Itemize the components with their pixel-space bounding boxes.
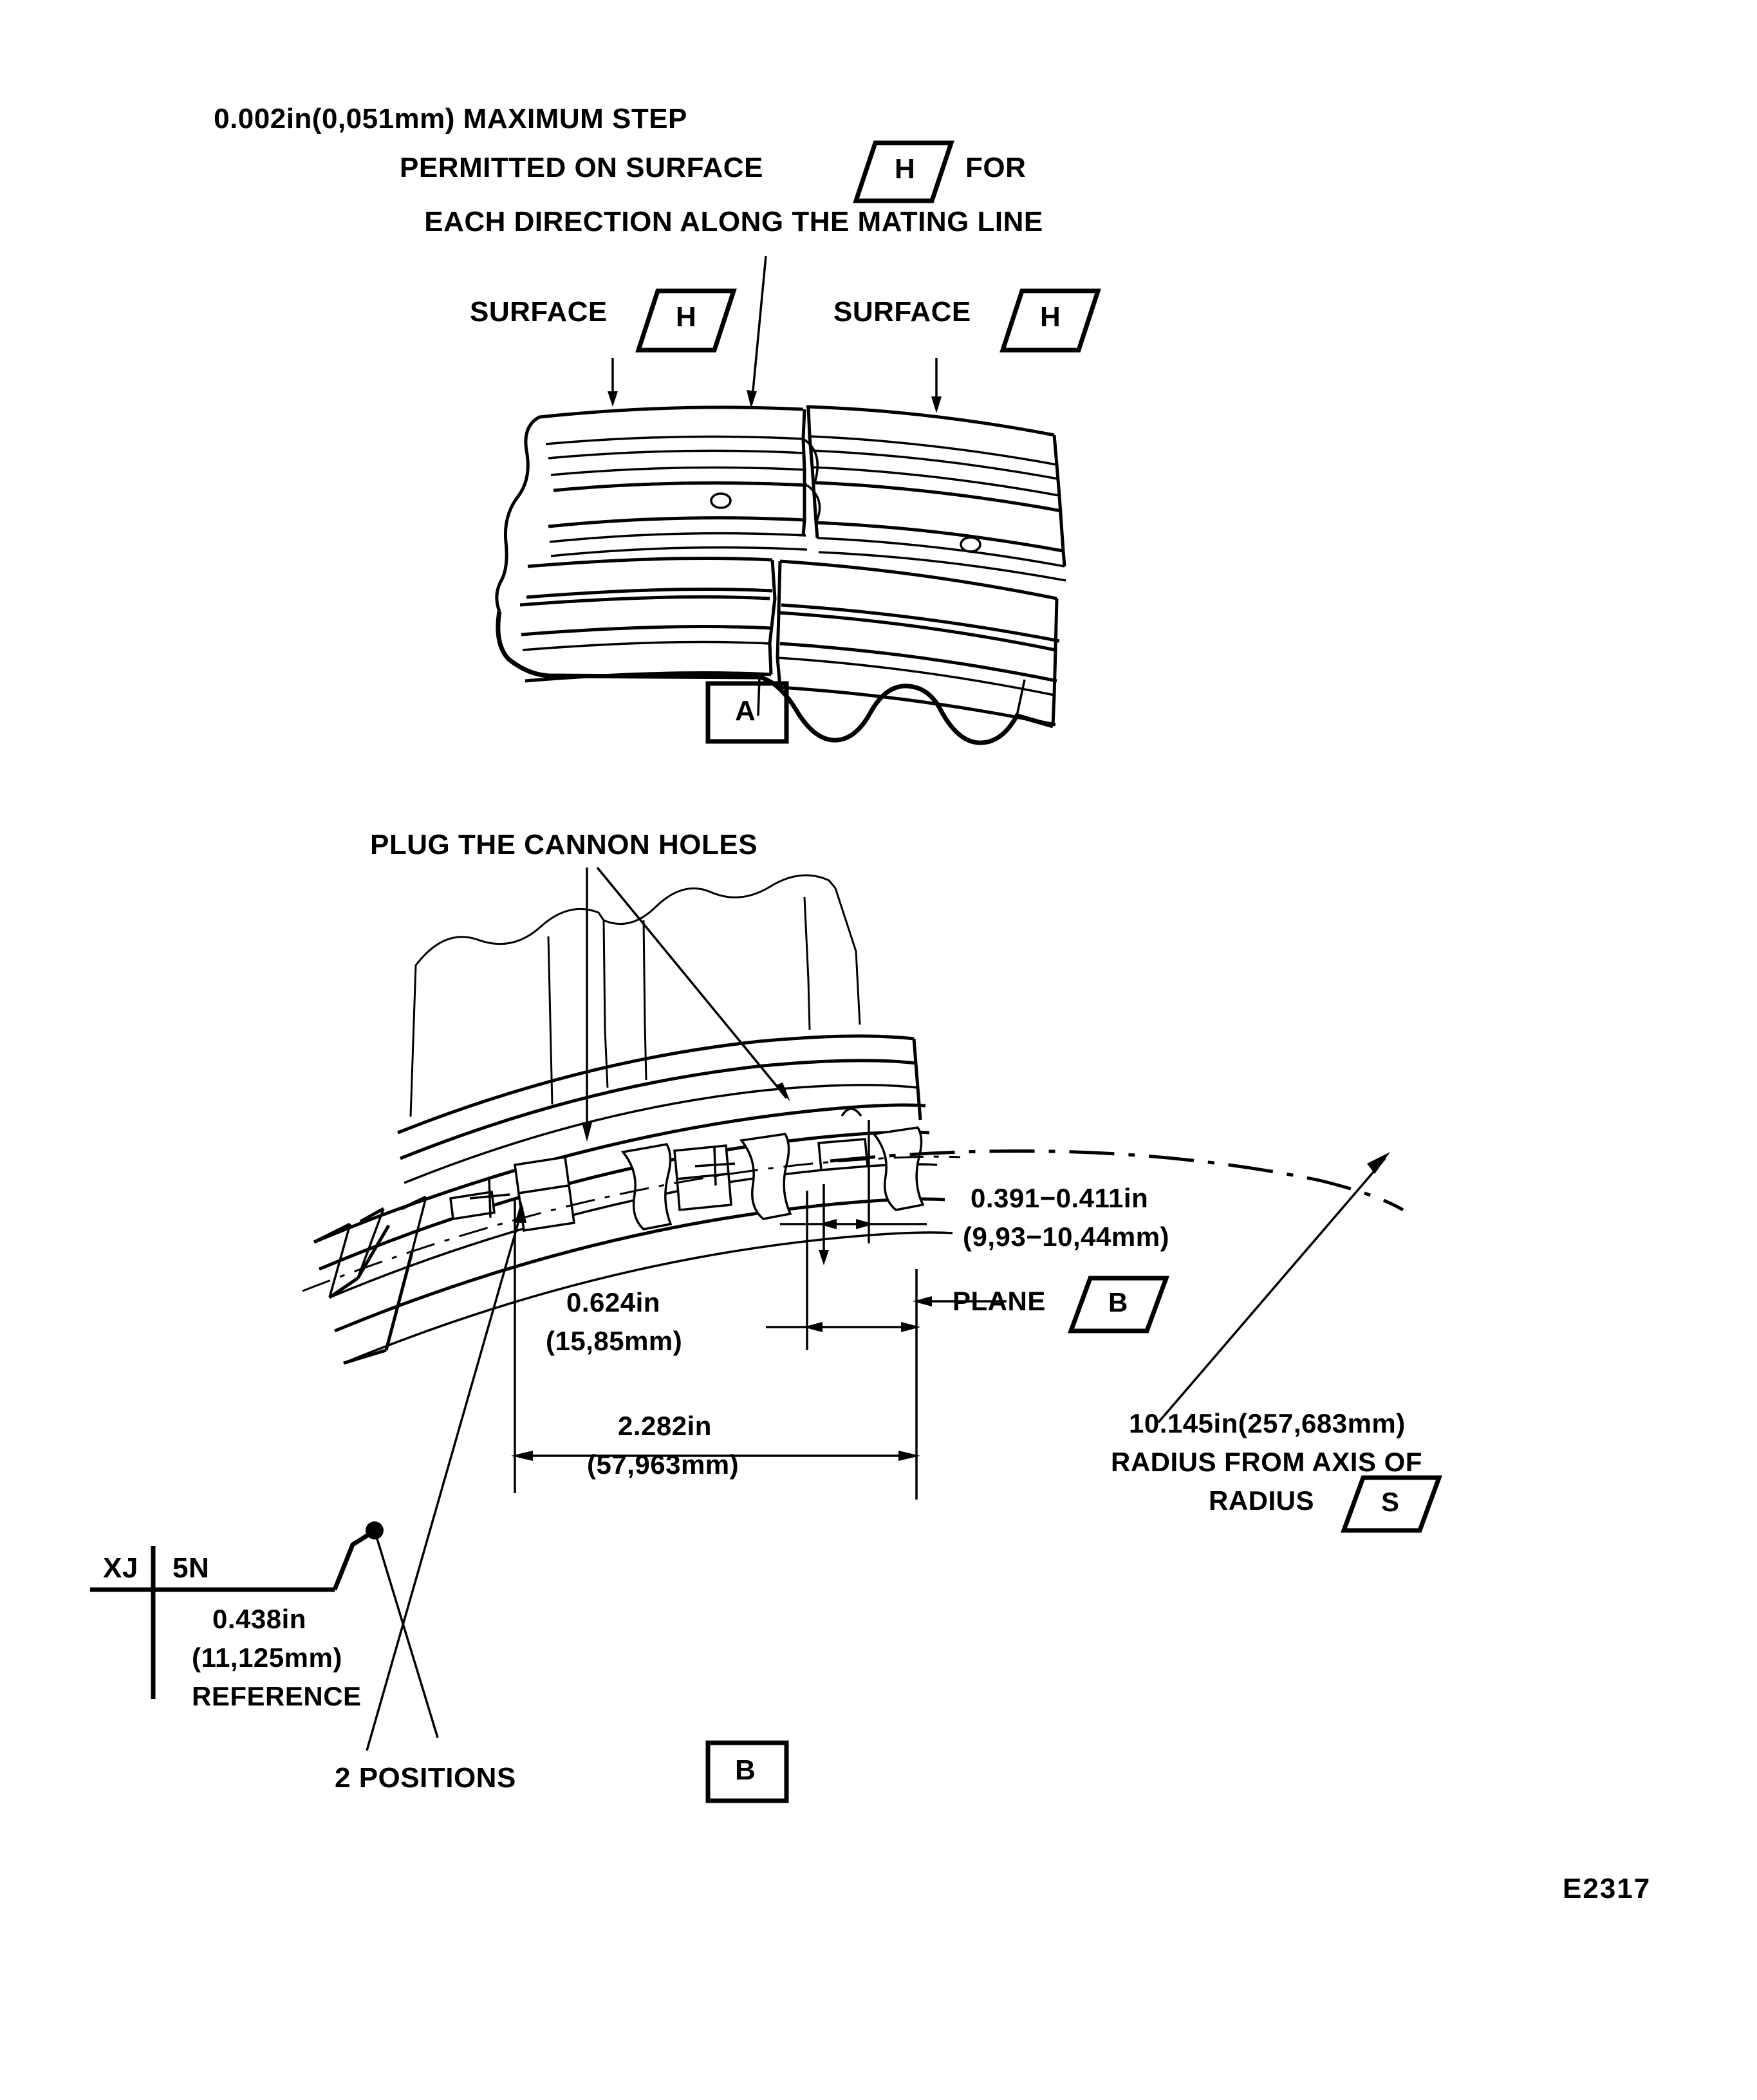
radius-datum-s-letter: S <box>1381 1487 1400 1517</box>
header-note-line2-post: FOR <box>965 152 1027 183</box>
header-note-line1: 0.002in(0,051mm) MAXIMUM STEP <box>214 103 687 135</box>
long-dimension-mm: (57,963mm) <box>587 1449 739 1480</box>
reference-dimension-inches: 0.438in <box>212 1604 306 1634</box>
header-note-line2-pre: PERMITTED ON SURFACE <box>400 152 763 183</box>
surface-datum-right-letter: H <box>1040 301 1061 333</box>
section-code-left: XJ <box>103 1552 138 1584</box>
two-positions-note: 2 POSITIONS <box>335 1762 516 1794</box>
radius-dimension-value: 10.145in(257,683mm) <box>1129 1408 1406 1438</box>
header-datum-h-letter: H <box>895 153 916 185</box>
plane-datum-b-letter: B <box>1108 1287 1128 1317</box>
reference-word: REFERENCE <box>192 1681 362 1711</box>
section-code-right: 5N <box>172 1552 210 1584</box>
surface-label-right: SURFACE <box>833 296 971 328</box>
surface-label-left: SURFACE <box>470 296 608 328</box>
plane-label: PLANE <box>953 1286 1046 1316</box>
radius-dimension-line2: RADIUS FROM AXIS OF <box>1111 1447 1422 1477</box>
detail-b-letter: B <box>735 1754 756 1786</box>
radius-dimension-line3: RADIUS <box>1209 1485 1315 1516</box>
short-dimension-inches: 0.624in <box>566 1287 660 1317</box>
surface-datum-left-letter: H <box>676 301 697 333</box>
reference-dimension-mm: (11,125mm) <box>192 1642 342 1673</box>
short-dimension-mm: (15,85mm) <box>546 1326 683 1356</box>
drawing-number: E2317 <box>1563 1873 1651 1904</box>
plug-cannon-holes-note: PLUG THE CANNON HOLES <box>370 829 758 860</box>
detail-a-letter: A <box>735 695 756 727</box>
header-note-line3: EACH DIRECTION ALONG THE MATING LINE <box>424 206 1043 237</box>
gap-dimension-inches: 0.391−0.411in <box>971 1183 1149 1213</box>
gap-dimension-mm: (9,93−10,44mm) <box>963 1222 1170 1252</box>
long-dimension-inches: 2.282in <box>618 1411 712 1441</box>
